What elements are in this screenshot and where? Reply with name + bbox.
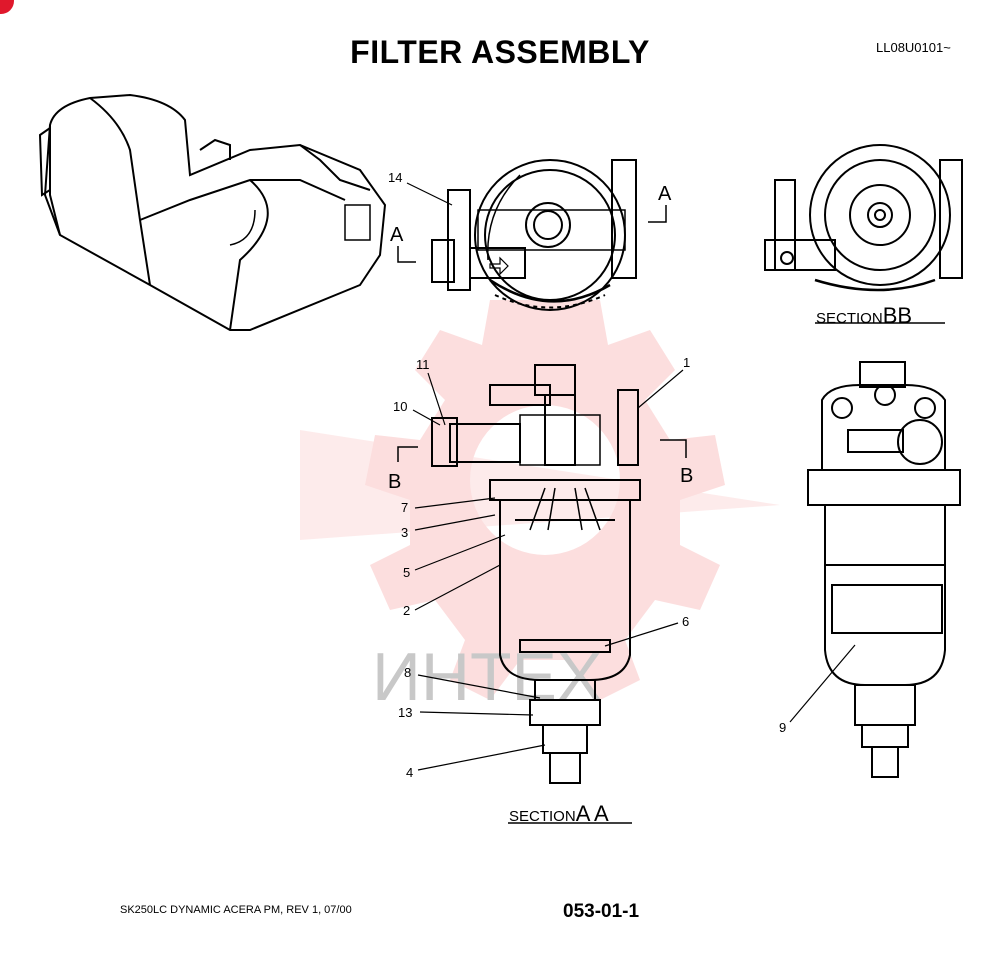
callout-9: 9 (779, 720, 787, 735)
section-b-markers (397, 439, 687, 462)
callout-7: 7 (401, 500, 409, 515)
section-bb-word: SECTION (816, 310, 883, 327)
section-aa-letters: A A (575, 801, 609, 826)
marker-b-right: B (680, 465, 693, 487)
marker-a-left: A (390, 224, 404, 246)
page-title: FILTER ASSEMBLY (350, 34, 650, 70)
callout-6: 6 (682, 614, 690, 629)
external-view (807, 361, 961, 778)
section-aa-word: SECTION (509, 808, 576, 825)
section-bb-view (764, 144, 963, 292)
machine-view (38, 93, 387, 331)
section-aa-caption: SECTIONA A (509, 801, 609, 827)
callout-8: 8 (404, 665, 412, 680)
callout-5: 5 (403, 565, 411, 580)
callout-14: 14 (388, 170, 403, 185)
top-view (431, 159, 637, 311)
section-bb-caption: SECTIONBB (816, 303, 912, 329)
footer-manual-ref: SK250LC DYNAMIC ACERA PM, REV 1, 07/00 (120, 904, 352, 916)
callout-3: 3 (401, 525, 409, 540)
callout-1: 1 (683, 355, 691, 370)
marker-b-left: B (388, 471, 401, 493)
leader-lines (406, 182, 856, 771)
serial-code: LL08U0101~ (876, 40, 951, 55)
callout-11: 11 (416, 357, 430, 372)
marker-a-right: A (658, 183, 672, 205)
section-aa-view (431, 364, 641, 784)
section-bb-letters: BB (882, 303, 913, 328)
callout-4: 4 (406, 765, 414, 780)
callout-2: 2 (403, 603, 411, 618)
callout-13: 13 (398, 705, 413, 720)
callout-10: 10 (393, 399, 408, 414)
footer-page-number: 053-01-1 (563, 901, 640, 922)
section-a-markers (397, 205, 667, 263)
